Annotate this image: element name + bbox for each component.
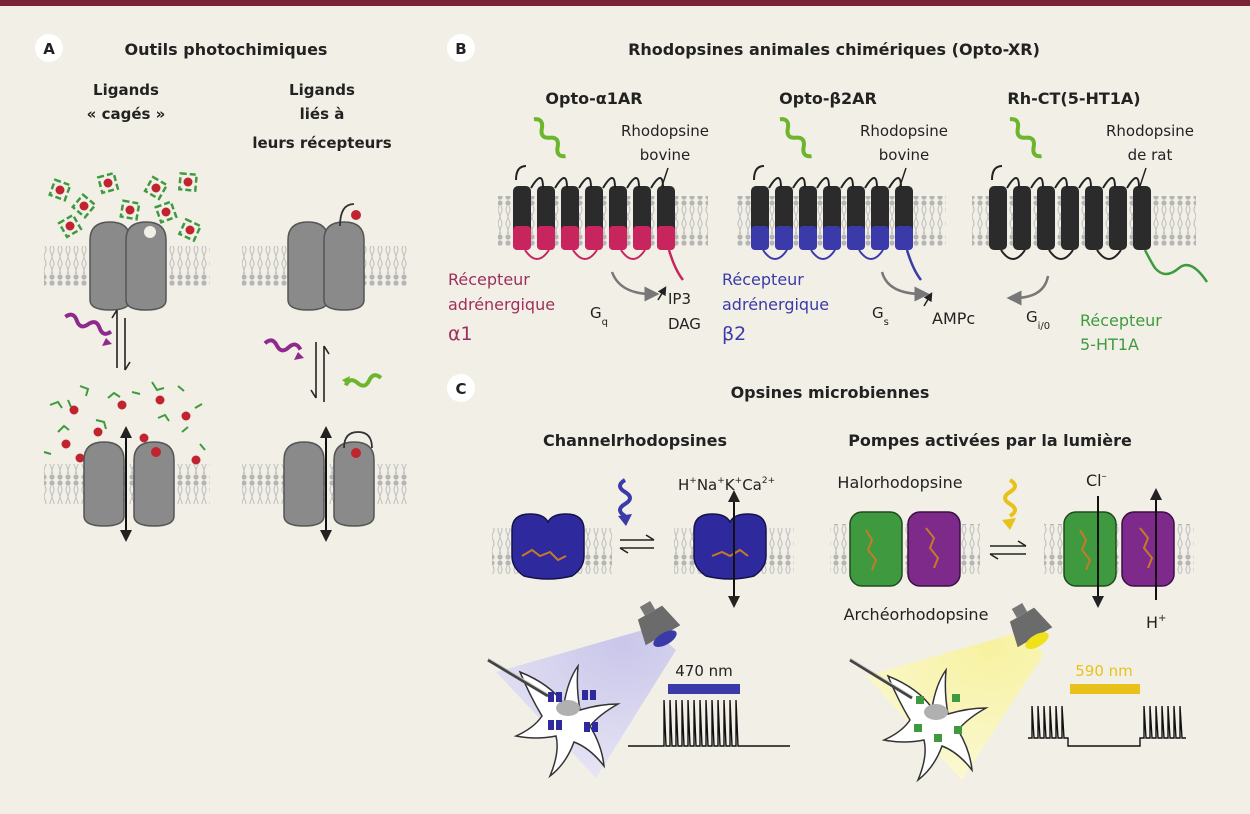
membrane-b3: [972, 196, 1196, 246]
panel-a-letter: A: [43, 40, 55, 58]
light-wave-green-b2: [779, 117, 812, 159]
top-accent-bar: [0, 0, 1250, 6]
light-wave-green-b3: [1009, 117, 1042, 159]
halorhodopsin-label: Halorhodopsine: [837, 473, 962, 492]
construct-1-host-line2: bovine: [640, 146, 690, 164]
receptor-tethered-closed: [287, 203, 365, 311]
trace-pump: [1028, 705, 1186, 747]
wavelength-blue: 470 nm: [675, 662, 733, 680]
panel-a: A Outils photochimiques Ligands « cagés …: [35, 34, 408, 542]
caged-label-line2: « cagés »: [87, 105, 166, 123]
construct-3-name: Rh-CT(5-HT1A): [1007, 89, 1140, 108]
released-ligands: [43, 381, 206, 455]
construct-rh-ct-5ht1a: Rh-CT(5-HT1A) Rhodopsine de rat: [972, 89, 1209, 354]
channelrhodopsin-open: [693, 513, 767, 580]
construct-3-helices: [989, 165, 1209, 283]
construct-opto-a1ar: Opto-α1AR Rhodopsine bovine: [448, 89, 709, 345]
construct-2-product-1: AMPc: [932, 309, 975, 328]
channel-title: Channelrhodopsines: [543, 431, 727, 450]
archaerhodopsin-closed: [907, 511, 961, 587]
construct-2-receptor-line2: adrénergique: [722, 295, 829, 314]
construct-1-helices: [513, 165, 684, 281]
blue-lamp-icon: [637, 601, 681, 647]
construct-3-receptor-line1: Récepteur: [1080, 311, 1162, 330]
wavelength-yellow: 590 nm: [1075, 662, 1133, 680]
panel-b-letter: B: [455, 40, 466, 58]
receptor-caged-closed: [89, 221, 167, 311]
construct-1-signal-arrow: [610, 271, 660, 302]
archaerhodopsin-label: Archéorhodopsine: [844, 605, 989, 624]
panel-c-title: Opsines microbiennes: [731, 383, 930, 402]
yellow-lamp-icon: [1009, 603, 1053, 649]
light-wave-purple-a2: [263, 338, 303, 353]
construct-2-g: Gs: [872, 304, 889, 328]
panel-a-title: Outils photochimiques: [125, 40, 328, 59]
construct-3-signal-arrow: [1006, 275, 1050, 306]
proton-label: H+: [1146, 613, 1166, 632]
caged-ligands: [48, 171, 203, 243]
construct-3-host-line1: Rhodopsine: [1106, 122, 1194, 140]
yellow-stimulus-bar: [1070, 684, 1140, 694]
neuron-channel: [487, 657, 621, 779]
construct-1-receptor-greek: α1: [448, 323, 473, 345]
construct-2-receptor-greek: β2: [722, 323, 746, 345]
construct-1-g: Gq: [590, 304, 608, 328]
light-wave-yellow-c: [1003, 478, 1017, 518]
construct-3-host-line2: de rat: [1128, 146, 1173, 164]
light-wave-blue-c: [618, 478, 632, 518]
pump-title: Pompes activées par la lumière: [848, 431, 1132, 450]
construct-3-receptor-line2: 5-HT1A: [1080, 335, 1139, 354]
construct-1-receptor-line1: Récepteur: [448, 270, 530, 289]
construct-2-helices: [751, 165, 922, 281]
construct-2-host-line2: bovine: [879, 146, 929, 164]
panel-b-title: Rhodopsines animales chimériques (Opto-X…: [628, 40, 1040, 59]
construct-3-g: Gi/0: [1026, 308, 1050, 332]
chloride-label: Cl–: [1086, 471, 1107, 490]
panel-b: B Rhodopsines animales chimériques (Opto…: [447, 34, 1209, 354]
blue-stimulus-bar: [668, 684, 740, 694]
cation-label: H+Na+K+Ca2+: [678, 476, 775, 494]
construct-2-signal-arrow: [880, 271, 930, 302]
caged-label-line1: Ligands: [93, 81, 159, 99]
light-wave-green-a2: [343, 373, 383, 388]
construct-1-name: Opto-α1AR: [545, 89, 642, 108]
construct-1-receptor-line2: adrénergique: [448, 295, 555, 314]
halorhodopsin-open: [1063, 511, 1117, 587]
construct-2-receptor-line1: Récepteur: [722, 270, 804, 289]
blue-light-cone: [496, 628, 676, 778]
construct-1-product-2: DAG: [668, 315, 701, 333]
construct-opto-b2ar: Opto-β2AR Rhodopsine bovine: [722, 89, 975, 345]
halorhodopsin-closed: [849, 511, 903, 587]
panel-c: C Opsines microbiennes Channelrhodopsine…: [447, 374, 1194, 783]
panel-a-badge: [35, 34, 63, 62]
light-wave-purple-a1: [64, 312, 113, 336]
receptor-caged-open: [83, 441, 175, 527]
tethered-label-line3: leurs récepteurs: [252, 134, 391, 152]
panel-b-badge: [447, 34, 475, 62]
light-wave-green-b1: [533, 117, 566, 159]
tethered-label-line1: Ligands: [289, 81, 355, 99]
panel-c-letter: C: [455, 380, 466, 398]
channelrhodopsin-closed: [511, 513, 585, 580]
panel-c-badge: [447, 374, 475, 402]
construct-1-product-1: IP3: [668, 290, 691, 308]
construct-2-name: Opto-β2AR: [779, 89, 877, 108]
tethered-label-line2: liés à: [300, 105, 345, 123]
archaerhodopsin-open: [1121, 511, 1175, 587]
construct-2-host-line1: Rhodopsine: [860, 122, 948, 140]
construct-1-host-line1: Rhodopsine: [621, 122, 709, 140]
yellow-light-cone: [866, 632, 1044, 780]
receptor-tethered-open: [283, 431, 375, 527]
neuron-pump: [849, 657, 989, 783]
trace-channel: [628, 699, 790, 747]
